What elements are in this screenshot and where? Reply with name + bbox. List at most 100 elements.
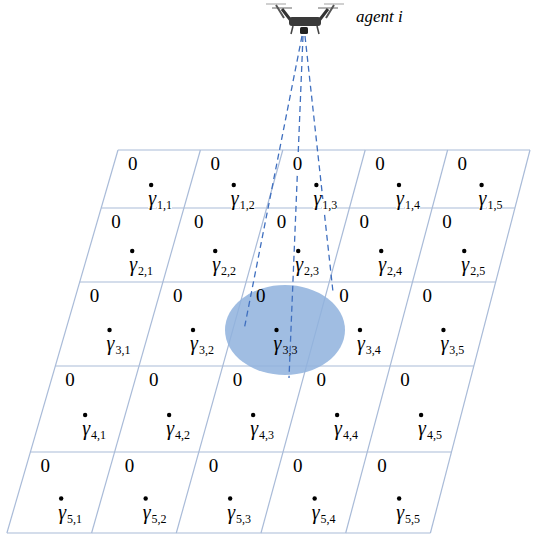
gamma-symbol: γ xyxy=(58,502,66,522)
cell-value: 0 xyxy=(256,286,266,305)
grid-line xyxy=(92,150,201,533)
agent-label: agent i xyxy=(356,8,403,25)
cell-centre-dot xyxy=(59,496,63,500)
drone-arm xyxy=(276,5,334,18)
cell-value: 0 xyxy=(293,456,303,475)
dashed-line xyxy=(289,36,303,378)
cell-centre-dot xyxy=(419,413,423,417)
gamma-subscript: 5,2 xyxy=(152,513,167,525)
gamma-symbol: γ xyxy=(461,254,469,274)
cell-centre-dot xyxy=(441,328,445,332)
gamma-subscript: 2,3 xyxy=(304,265,319,277)
cell-value: 0 xyxy=(277,212,287,231)
cell-centre-dot xyxy=(232,183,236,187)
cell-centres xyxy=(59,183,484,501)
cell-centre-dot xyxy=(83,413,87,417)
gamma-symbol: γ xyxy=(82,418,90,438)
gamma-symbol: γ xyxy=(418,418,426,438)
grid-line xyxy=(7,150,118,533)
gamma-subscript: 3,4 xyxy=(366,344,381,356)
cell-value: 0 xyxy=(149,370,159,389)
drone-camera xyxy=(300,27,308,34)
cell-centre-dot xyxy=(312,496,316,500)
gamma-symbol: γ xyxy=(313,188,321,208)
gamma-subscript: 1,2 xyxy=(240,199,255,211)
gamma-symbol: γ xyxy=(295,254,303,274)
grid-line xyxy=(80,281,496,282)
cell-centre-dot xyxy=(191,328,195,332)
cell-centre-dot xyxy=(379,249,383,253)
cell-value: 0 xyxy=(377,456,387,475)
dashed-line xyxy=(305,36,333,292)
grid-line xyxy=(430,150,530,533)
gamma-symbol: γ xyxy=(107,333,115,353)
cell-centre-dot xyxy=(397,496,401,500)
cell-value: 0 xyxy=(210,154,220,173)
rotor xyxy=(318,7,338,9)
gamma-subscript: 3,1 xyxy=(115,344,130,356)
gamma-subscript: 4,1 xyxy=(91,429,106,441)
gamma-subscript: 3,2 xyxy=(199,344,214,356)
gamma-subscript: 4,4 xyxy=(343,429,358,441)
cell-value: 0 xyxy=(375,154,385,173)
cell-centre-dot xyxy=(314,183,318,187)
gamma-subscript: 2,2 xyxy=(221,265,236,277)
cell-value: 0 xyxy=(293,154,303,173)
gamma-subscript: 2,1 xyxy=(138,265,153,277)
cell-centre-dot xyxy=(296,249,300,253)
cell-value: 0 xyxy=(125,456,135,475)
gamma-subscript: 5,4 xyxy=(321,513,336,525)
cell-centre-dot xyxy=(130,249,134,253)
cell-value: 0 xyxy=(233,370,243,389)
rotor xyxy=(266,3,286,4)
gamma-symbol: γ xyxy=(312,502,320,522)
rotor xyxy=(324,3,344,4)
cell-value: 0 xyxy=(339,286,349,305)
cell-centre-dot xyxy=(335,413,339,417)
cell-centre-dot xyxy=(213,249,217,253)
gamma-symbol: γ xyxy=(440,333,448,353)
cell-value: 0 xyxy=(422,286,432,305)
gamma-symbol: γ xyxy=(129,254,137,274)
drone-leg xyxy=(317,26,319,34)
gamma-subscript: 2,5 xyxy=(470,265,485,277)
sensing-lines xyxy=(244,36,333,378)
cell-value: 0 xyxy=(458,154,468,173)
gamma-subscript: 1,4 xyxy=(405,199,420,211)
cell-value: 0 xyxy=(90,286,100,305)
gamma-subscript: 5,3 xyxy=(236,513,251,525)
gamma-subscript: 1,5 xyxy=(487,199,502,211)
cell-centre-dot xyxy=(251,413,255,417)
gamma-symbol: γ xyxy=(250,418,258,438)
cell-value: 0 xyxy=(359,212,369,231)
cell-value: 0 xyxy=(209,456,219,475)
gamma-symbol: γ xyxy=(227,502,235,522)
grid-line xyxy=(7,532,431,533)
gamma-symbol: γ xyxy=(274,333,282,353)
cell-centre-dot xyxy=(228,496,232,500)
gamma-subscript: 1,3 xyxy=(322,199,337,211)
gamma-symbol: γ xyxy=(357,333,365,353)
gamma-subscript: 5,5 xyxy=(405,513,420,525)
cell-value: 0 xyxy=(400,370,410,389)
gamma-subscript: 3,3 xyxy=(282,344,297,356)
gamma-subscript: 4,5 xyxy=(427,429,442,441)
gamma-symbol: γ xyxy=(479,188,487,208)
gamma-subscript: 5,1 xyxy=(67,513,82,525)
cell-value: 0 xyxy=(442,212,452,231)
cell-value: 0 xyxy=(194,212,204,231)
cell-centre-dot xyxy=(107,328,111,332)
grid-line xyxy=(118,149,530,150)
cell-value: 0 xyxy=(111,212,121,231)
gamma-symbol: γ xyxy=(148,188,156,208)
cell-centre-dot xyxy=(143,496,147,500)
gamma-symbol: γ xyxy=(212,254,220,274)
gamma-subscript: 3,5 xyxy=(449,344,464,356)
gamma-symbol: γ xyxy=(166,418,174,438)
cell-value: 0 xyxy=(173,286,183,305)
gamma-subscript: 2,4 xyxy=(387,265,402,277)
cell-value: 0 xyxy=(128,154,138,173)
gamma-symbol: γ xyxy=(143,502,151,522)
